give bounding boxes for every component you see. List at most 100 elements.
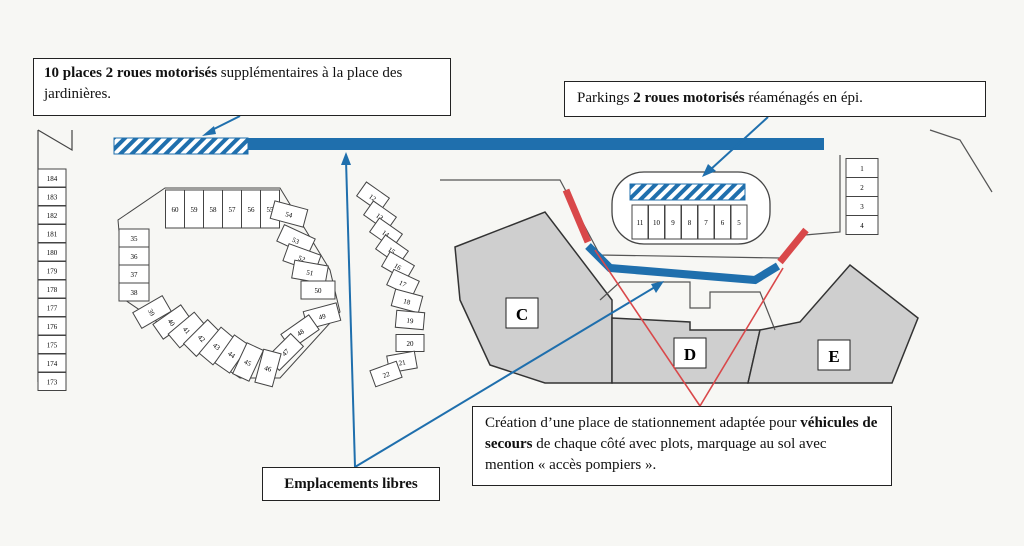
svg-text:12: 12 xyxy=(367,193,378,204)
callout-parkings-pre: Parkings xyxy=(577,90,634,106)
arrow-parkings xyxy=(702,116,769,177)
parking-spot-183: 183 xyxy=(37,187,67,206)
parking-spot-20: 20 xyxy=(395,334,425,352)
svg-text:181: 181 xyxy=(47,231,58,239)
svg-text:178: 178 xyxy=(47,286,58,294)
svg-text:50: 50 xyxy=(315,287,323,295)
svg-text:18: 18 xyxy=(402,297,411,307)
parking-spot-180: 180 xyxy=(37,242,67,262)
parking-spot-18: 18 xyxy=(390,288,424,314)
svg-text:48: 48 xyxy=(295,327,306,338)
parking-spot-60: 60 xyxy=(165,189,185,229)
svg-text:16: 16 xyxy=(392,262,402,273)
svg-text:52: 52 xyxy=(297,254,307,264)
parking-spot-178: 178 xyxy=(37,279,67,299)
svg-text:54: 54 xyxy=(284,210,293,220)
parking-spot-58: 58 xyxy=(203,189,223,229)
svg-text:51: 51 xyxy=(306,268,315,277)
svg-text:184: 184 xyxy=(47,175,58,183)
parking-spot-10: 10 xyxy=(648,204,665,240)
svg-text:183: 183 xyxy=(47,194,58,202)
center-island-hatched-moto xyxy=(629,183,746,201)
svg-text:44: 44 xyxy=(226,350,237,361)
svg-text:7: 7 xyxy=(704,219,708,227)
svg-text:47: 47 xyxy=(280,347,291,358)
parking-spot-4: 4 xyxy=(845,215,879,235)
parking-spot-181: 181 xyxy=(37,224,67,243)
parking-spot-38: 38 xyxy=(118,282,150,302)
svg-text:60: 60 xyxy=(172,206,180,214)
svg-text:176: 176 xyxy=(47,323,58,331)
parking-spot-54: 54 xyxy=(269,200,309,228)
building-e-label: E xyxy=(828,347,839,366)
svg-text:20: 20 xyxy=(407,340,415,348)
svg-text:55: 55 xyxy=(267,206,275,214)
callout-secours-post: de chaque côté avec plots, marquage au s… xyxy=(485,436,827,473)
parking-spot-35: 35 xyxy=(118,228,150,248)
moto-hatched-strip xyxy=(113,137,249,155)
svg-text:180: 180 xyxy=(47,249,58,257)
parking-spot-1: 1 xyxy=(845,158,879,178)
svg-text:13: 13 xyxy=(374,212,385,223)
building-c-label: C xyxy=(516,305,528,324)
callout-secours-pre: Création d’une place de stationnement ad… xyxy=(485,415,801,431)
svg-text:179: 179 xyxy=(47,268,58,276)
parking-spot-174: 174 xyxy=(37,353,67,373)
svg-text:46: 46 xyxy=(263,364,272,374)
svg-text:41: 41 xyxy=(181,325,192,336)
svg-text:53: 53 xyxy=(291,236,301,246)
parking-spot-173: 173 xyxy=(37,372,67,391)
parking-spot-22: 22 xyxy=(369,360,403,388)
svg-text:58: 58 xyxy=(210,206,218,214)
building-c-label-box xyxy=(505,297,539,329)
parking-spot-14: 14 xyxy=(368,217,404,249)
svg-text:173: 173 xyxy=(47,379,58,387)
svg-text:49: 49 xyxy=(318,312,327,322)
blue-strip-curve xyxy=(585,243,781,285)
building-d-label-box xyxy=(673,337,707,369)
svg-text:42: 42 xyxy=(196,333,207,344)
parking-spot-11: 11 xyxy=(631,204,649,240)
parking-spot-12: 12 xyxy=(355,181,391,213)
callout-parkings: Parkings 2 roues motorisés réaménagés en… xyxy=(564,81,986,117)
svg-text:11: 11 xyxy=(637,219,644,227)
callout-parkings-post: réaménagés en épi. xyxy=(744,90,863,106)
svg-text:38: 38 xyxy=(131,289,139,297)
parking-spot-56: 56 xyxy=(241,189,261,229)
svg-text:43: 43 xyxy=(211,341,222,352)
parking-spot-50: 50 xyxy=(300,280,336,300)
callout-secours: Création d’une place de stationnement ad… xyxy=(472,406,892,486)
arrowhead-libres-right xyxy=(651,281,664,293)
building-e xyxy=(747,263,919,384)
parking-spot-3: 3 xyxy=(845,196,879,216)
parking-spot-182: 182 xyxy=(37,205,67,225)
parking-spot-6: 6 xyxy=(714,204,731,240)
parking-spot-175: 175 xyxy=(37,335,67,354)
parking-spot-36: 36 xyxy=(118,246,150,266)
emergency-mark-left xyxy=(562,188,592,244)
svg-text:3: 3 xyxy=(860,203,864,211)
parking-spot-37: 37 xyxy=(118,264,150,284)
svg-text:40: 40 xyxy=(166,317,177,328)
blue-strip-top xyxy=(248,138,824,150)
svg-text:9: 9 xyxy=(671,219,675,227)
parking-spot-45: 45 xyxy=(231,342,265,382)
svg-text:59: 59 xyxy=(191,206,199,214)
building-d-label: D xyxy=(684,345,696,364)
svg-text:2: 2 xyxy=(860,184,864,192)
parking-spot-2: 2 xyxy=(845,177,879,197)
svg-text:21: 21 xyxy=(398,358,407,367)
svg-text:174: 174 xyxy=(47,360,58,368)
svg-text:4: 4 xyxy=(860,222,864,230)
svg-text:14: 14 xyxy=(380,229,391,240)
svg-text:57: 57 xyxy=(229,206,237,214)
svg-text:177: 177 xyxy=(47,305,58,313)
svg-text:39: 39 xyxy=(146,307,157,317)
callout-motos-supplementaires: 10 places 2 roues motorisés supplémentai… xyxy=(33,58,451,116)
callout-emplacements-libres: Emplacements libres xyxy=(262,467,440,501)
parking-spot-8: 8 xyxy=(681,204,698,240)
parking-spot-176: 176 xyxy=(37,316,67,336)
callout-parkings-bold: 2 roues motorisés xyxy=(633,90,745,106)
parking-spot-59: 59 xyxy=(184,189,204,229)
